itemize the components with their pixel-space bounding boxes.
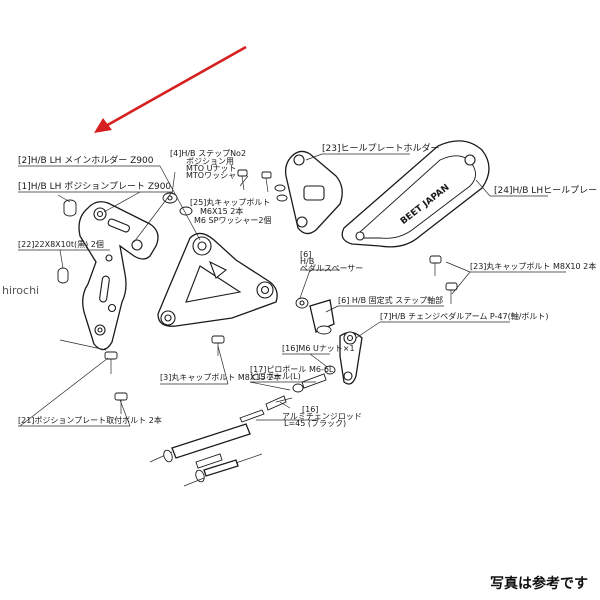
label-step-cap-bolt: [3]丸キャップボルト M8X15 2本 — [160, 372, 281, 382]
label-step-no2-c: MTO Uナット — [186, 164, 236, 173]
collar-parts — [57, 199, 77, 284]
label-position-plate: [1]H/B LH ポジションプレート Z900 — [18, 181, 171, 192]
label-position-bolt: [21]ポジションプレート取付ボルト 2本 — [18, 415, 162, 425]
adjuster-rod — [183, 453, 263, 487]
label-rod-a: [16] — [302, 405, 318, 414]
label-heel-plate: [24]H/B LHヒールプレート Z900 — [494, 185, 600, 196]
leader-lines — [18, 153, 566, 427]
label-pedal-spacer-b: H/B — [300, 257, 314, 266]
label-step-no2: [4]H/B ステップNo2 — [170, 149, 246, 158]
reference-note: 写真は参考です — [490, 576, 588, 592]
watermark-text: hirochi — [2, 284, 40, 297]
label-cap-bolt-m6-size: M6X15 2本 — [200, 206, 243, 216]
label-rod-end-b: ピロボール(L) — [250, 372, 301, 381]
label-step-no2-d: MTOワッシャ — [186, 171, 236, 180]
label-pedal-spacer-c: ペダルスペーサー — [300, 263, 363, 273]
label-main-holder: [2]H/B LH メインホルダー Z900 — [18, 154, 154, 166]
position-plate — [78, 201, 159, 351]
position-plate-bolts — [104, 351, 128, 414]
main-holder — [157, 232, 278, 327]
label-u-nut: [16]M6 Uナット×1 — [282, 344, 355, 353]
label-rod-b: アルミチェンジロッド — [282, 412, 362, 421]
label-cap-bolt-m6: [25]丸キャップボルト — [190, 197, 270, 207]
label-pedal-spacer-a: [6] — [300, 250, 311, 259]
label-rod-c: L=45 (ブラック) — [284, 418, 346, 428]
label-heel-bolt: [23]丸キャップボルト M8X10 2本 — [470, 261, 596, 271]
label-fixed-step: [6] H/B 固定式 ステップ軸部 — [338, 295, 443, 305]
heel-plate-bolts — [429, 255, 458, 304]
red-arrow-icon — [94, 45, 247, 133]
holder-bolt — [211, 335, 225, 356]
label-change-arm: [7]H/B チェンジペダルアーム P-47(軸/ボルト) — [380, 311, 549, 321]
label-rod-end-a: [17]ピロボール M6-6L — [250, 365, 334, 374]
heel-plate: BEET JAPAN — [341, 140, 490, 248]
change-rod — [149, 395, 293, 463]
part-labels: [2]H/B LH メインホルダー Z900 [1]H/B LH ポジションプレ… — [18, 142, 600, 428]
label-collar: [22]22X8X10t(黒) 2個 — [18, 239, 104, 249]
heel-plate-holder — [284, 150, 343, 235]
rod-end-parts — [292, 365, 336, 393]
change-pedal-arm — [339, 331, 363, 385]
label-heel-holder: [23]ヒールプレートホルダー — [322, 142, 439, 154]
step-shaft-parts — [295, 297, 335, 335]
label-step-no2-b: ポジション用 — [186, 157, 234, 166]
label-sp-washer: M6 SPワッシャー2個 — [194, 215, 272, 225]
